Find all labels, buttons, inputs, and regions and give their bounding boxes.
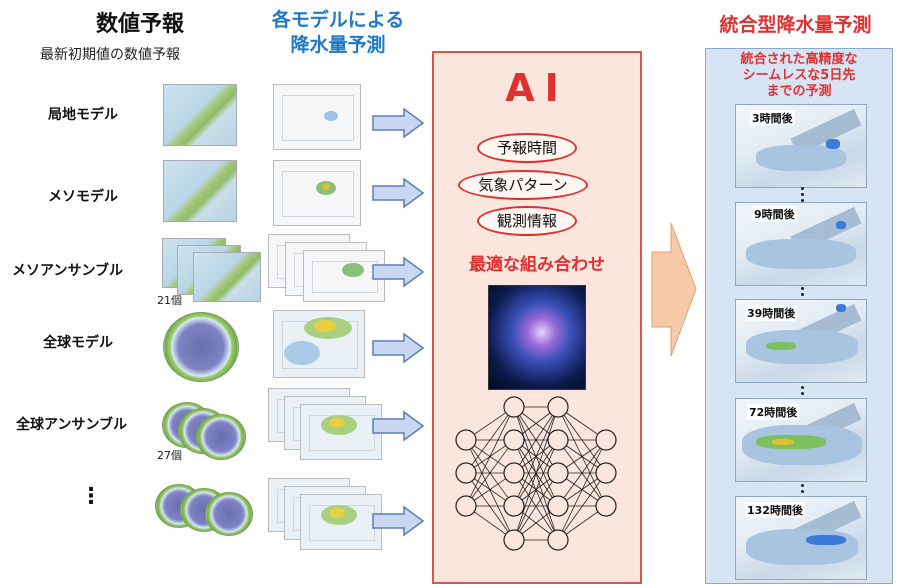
rain-core	[836, 221, 846, 229]
rain-area-heavy	[329, 508, 345, 518]
rain-area-heavy	[329, 418, 345, 428]
arrow-right-icon	[372, 410, 424, 442]
global-model-rain-map	[273, 310, 365, 378]
rain-core-heavy	[772, 439, 794, 445]
ellipsis-dot	[801, 484, 804, 487]
arrow-right-icon	[372, 107, 424, 139]
ai-brain-image	[488, 285, 586, 390]
rain-area	[342, 263, 364, 277]
rain-area-light	[284, 341, 320, 365]
global-ensemble-count: 27個	[157, 449, 182, 462]
models-header-line2: 降水量予測	[290, 34, 386, 56]
factor-weather-pattern: 気象パターン	[458, 170, 588, 200]
ellipsis-dot	[801, 287, 804, 290]
model-label-meso-ensemble: メソアンサンブル	[12, 263, 124, 279]
ellipsis-dot	[801, 386, 804, 389]
model-label-global-ensemble: 全球アンサンブル	[16, 417, 128, 433]
model-label-global: 全球モデル	[43, 335, 113, 351]
forecast-map-72h	[735, 398, 867, 482]
numerical-forecast-title: 数値予報	[96, 12, 185, 37]
ellipsis-dot	[801, 490, 804, 493]
model-label-local: 局地モデル	[48, 107, 118, 123]
forecast-label-72h: 72時間後	[747, 404, 800, 420]
neural-network-diagram	[455, 396, 617, 551]
description-line-1: 統合された高精度な	[740, 52, 858, 67]
ellipsis-dot	[801, 193, 804, 196]
arrow-right-icon	[372, 332, 424, 364]
local-model-rain-map	[273, 84, 361, 150]
ellipsis-dot	[801, 199, 804, 202]
rain-band	[756, 145, 846, 171]
more-models-ellipsis: ⋮	[80, 484, 102, 509]
rain-core	[826, 139, 840, 149]
rain-band	[746, 529, 858, 565]
forecast-label-132h: 132時間後	[745, 502, 805, 518]
optimal-combination-label: 最適な組み合わせ	[469, 255, 605, 275]
global-ensemble-globe-3	[196, 414, 246, 460]
integrated-forecast-description: 統合された高精度な シームレスな5日先 までの予測	[705, 52, 893, 100]
description-line-2: シームレスな5日先	[742, 68, 856, 83]
forecast-label-39h: 39時間後	[745, 305, 798, 321]
rain-area	[324, 111, 338, 121]
models-header-line1: 各モデルによる	[271, 9, 405, 31]
extra-globe-3	[205, 492, 253, 536]
arrow-right-icon	[372, 505, 424, 537]
arrow-right-icon	[372, 177, 424, 209]
integrated-forecast-title: 統合型降水量予測	[719, 14, 872, 36]
rain-area-heavy	[314, 320, 336, 332]
forecast-label-3h: 3時間後	[750, 110, 795, 126]
global-model-globe	[163, 312, 239, 382]
local-model-domain-map	[163, 84, 237, 146]
models-header: 各モデルによる 降水量予測	[253, 8, 423, 58]
big-arrow-right-icon	[651, 222, 697, 357]
rain-core	[766, 342, 796, 350]
forecast-label-9h: 9時間後	[752, 206, 797, 222]
ellipsis-dot	[801, 293, 804, 296]
global-ensemble-rain-3	[300, 404, 382, 460]
numerical-forecast-subtitle: 最新初期値の数値予報	[40, 47, 180, 63]
meso-ensemble-map-3	[193, 252, 261, 302]
rain-band	[746, 239, 856, 269]
meso-ensemble-count: 21個	[157, 294, 182, 307]
rain-area-heavy	[322, 184, 330, 190]
meso-model-rain-map	[273, 160, 361, 226]
meso-model-domain-map	[163, 160, 237, 222]
rain-core	[836, 304, 846, 312]
ai-title: AI	[505, 66, 569, 110]
arrow-right-icon	[372, 256, 424, 288]
extra-rain-3	[300, 494, 382, 550]
forecast-map-3h	[735, 104, 867, 188]
model-label-meso: メソモデル	[48, 189, 118, 205]
forecast-map-9h	[735, 202, 867, 286]
ellipsis-dot	[801, 187, 804, 190]
rain-core	[806, 535, 846, 545]
factor-forecast-time: 予報時間	[477, 133, 577, 163]
meso-ensemble-rain-3	[303, 250, 385, 302]
description-line-3: までの予測	[766, 84, 832, 99]
factor-observation-info: 観測情報	[477, 206, 577, 236]
rain-band	[746, 330, 858, 364]
ellipsis-dot	[801, 392, 804, 395]
